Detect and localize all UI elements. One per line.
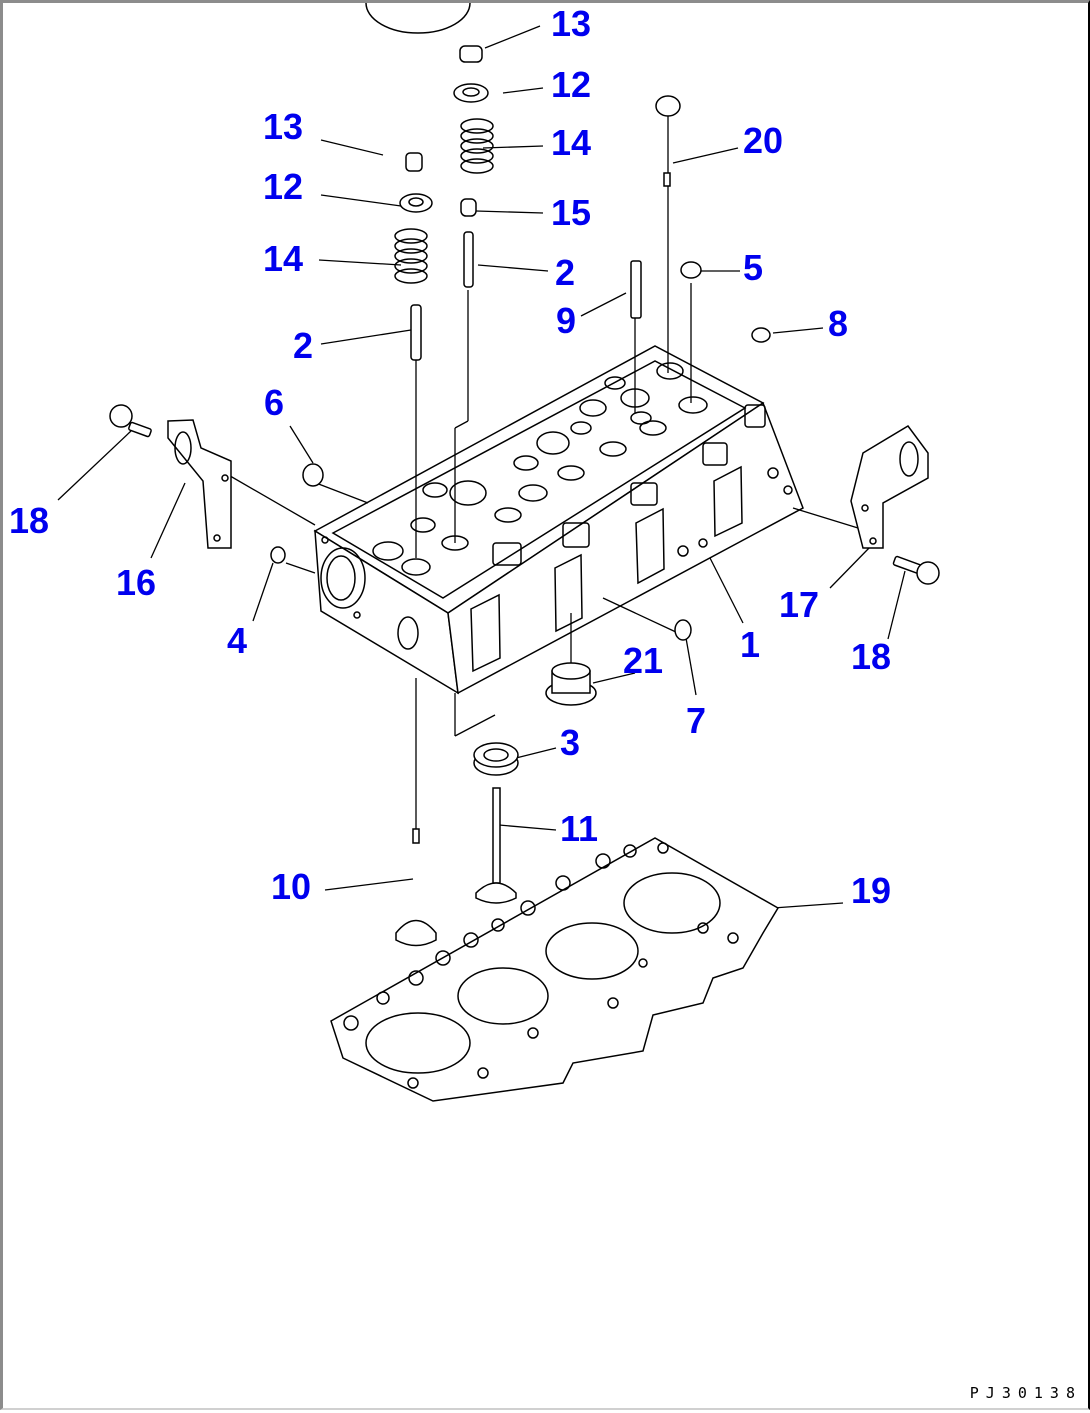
callout-12-left[interactable]: 12 xyxy=(263,166,303,207)
head-bolt[interactable] xyxy=(655,95,681,187)
valve-guide-left[interactable] xyxy=(410,304,422,361)
valve-seat-insert[interactable] xyxy=(473,742,519,776)
engine-hanger-rear[interactable] xyxy=(850,425,929,549)
leader-lines xyxy=(57,25,906,909)
valve-spring-left[interactable] xyxy=(394,228,428,284)
callout-3[interactable]: 3 xyxy=(560,722,580,763)
injector-sleeve[interactable] xyxy=(545,662,597,706)
valve-stem-seal[interactable] xyxy=(460,198,477,217)
plug-6[interactable] xyxy=(302,463,324,487)
engine-hanger-front[interactable] xyxy=(167,419,232,549)
callout-16[interactable]: 16 xyxy=(116,562,156,603)
plug-4[interactable] xyxy=(270,546,286,564)
head-gasket[interactable] xyxy=(330,3,780,1102)
intake-valve[interactable] xyxy=(395,828,437,947)
callout-17[interactable]: 17 xyxy=(779,584,819,625)
callout-labels: 13 12 14 15 2 20 5 9 8 13 12 14 2 6 18 1… xyxy=(9,3,891,911)
callout-10[interactable]: 10 xyxy=(271,866,311,907)
callout-7[interactable]: 7 xyxy=(686,700,706,741)
callout-8[interactable]: 8 xyxy=(828,303,848,344)
plug-5[interactable] xyxy=(680,261,702,279)
callout-6[interactable]: 6 xyxy=(264,382,284,423)
pin-9[interactable] xyxy=(630,260,642,319)
callout-14-left[interactable]: 14 xyxy=(263,238,303,279)
callout-2-left[interactable]: 2 xyxy=(293,325,313,366)
callout-12-top[interactable]: 12 xyxy=(551,64,591,105)
valve-spring-right[interactable] xyxy=(460,118,494,174)
callout-2-right[interactable]: 2 xyxy=(555,252,575,293)
bolt-18-right[interactable] xyxy=(892,555,940,585)
valve-cotter-right[interactable] xyxy=(459,45,483,63)
callout-15[interactable]: 15 xyxy=(551,192,591,233)
exhaust-valve[interactable] xyxy=(475,787,517,904)
spring-retainer-left[interactable] xyxy=(399,193,433,213)
valve-guide-right[interactable] xyxy=(463,231,474,288)
callout-1[interactable]: 1 xyxy=(740,624,760,665)
valve-cotter-left[interactable] xyxy=(405,152,423,172)
callout-13-top[interactable]: 13 xyxy=(551,3,591,44)
callout-11[interactable]: 11 xyxy=(560,808,598,849)
drawing-code: PJ30138 xyxy=(969,1384,1082,1402)
cylinder-head[interactable] xyxy=(313,345,804,695)
callout-9[interactable]: 9 xyxy=(556,300,576,341)
callout-5[interactable]: 5 xyxy=(743,247,763,288)
callout-13-left[interactable]: 13 xyxy=(263,106,303,147)
bolt-18-left[interactable] xyxy=(109,404,152,438)
callout-21[interactable]: 21 xyxy=(623,640,663,681)
parts-diagram: 13 12 14 15 2 20 5 9 8 13 12 14 2 6 18 1… xyxy=(9,3,940,1102)
plug-8[interactable] xyxy=(751,327,771,343)
callout-4[interactable]: 4 xyxy=(227,620,247,661)
plug-7[interactable] xyxy=(674,619,692,641)
spring-retainer-right[interactable] xyxy=(453,83,489,103)
callout-20[interactable]: 20 xyxy=(743,120,783,161)
callout-19[interactable]: 19 xyxy=(851,870,891,911)
callout-18-left[interactable]: 18 xyxy=(9,500,49,541)
callout-14-top[interactable]: 14 xyxy=(551,122,591,163)
callout-18-right[interactable]: 18 xyxy=(851,636,891,677)
